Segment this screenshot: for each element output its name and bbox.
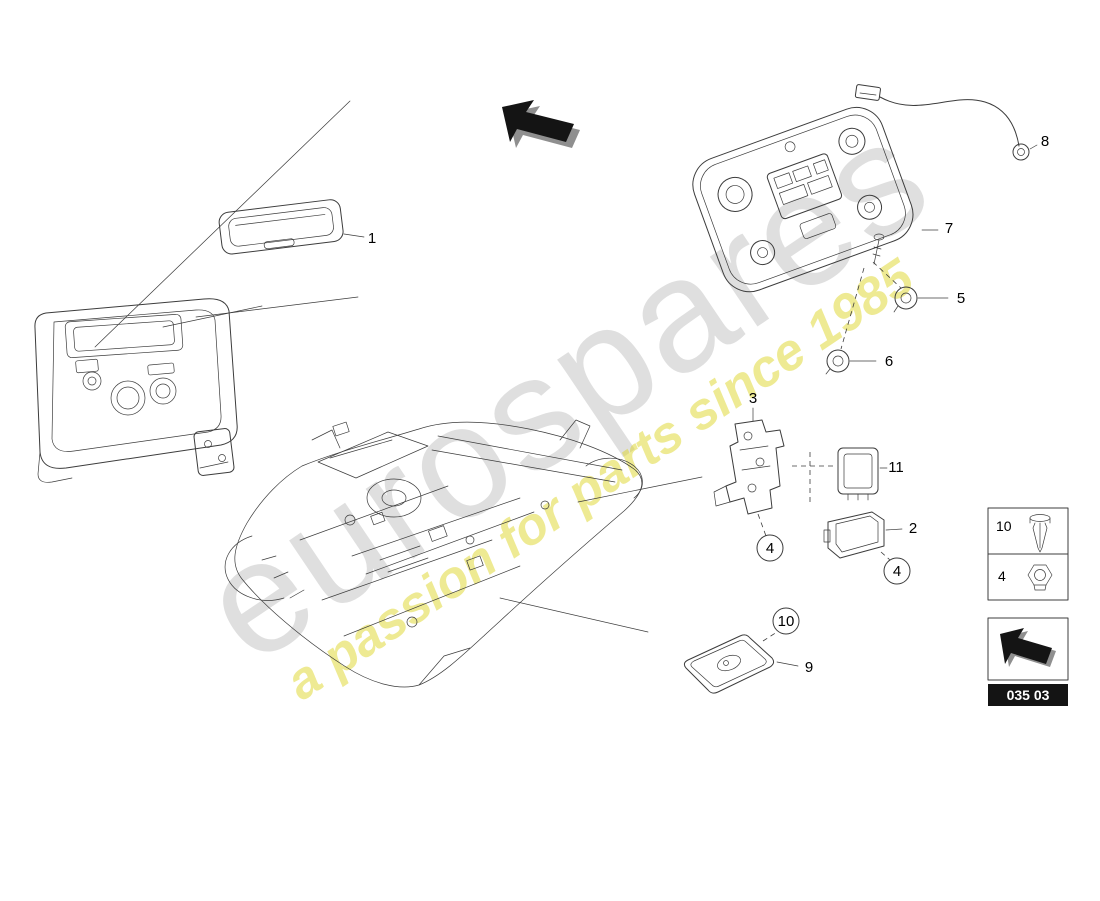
part-11-module-drawing: [837, 447, 879, 501]
car-body-drawing: [224, 419, 643, 688]
direction-arrow-icon: [502, 100, 580, 148]
part-2-control-module-drawing: [823, 511, 885, 559]
callout-2[interactable]: 2: [909, 520, 917, 537]
part-5-sensor-drawing: [893, 286, 918, 313]
center-console-drawing: [34, 298, 238, 483]
part-8-cable-drawing: [854, 84, 1030, 161]
callout-9[interactable]: 9: [805, 659, 813, 676]
callout-10-label: 10: [778, 613, 795, 630]
callout-10-circle[interactable]: 10: [772, 607, 800, 635]
callout-4a-label: 4: [766, 540, 774, 557]
callout-7[interactable]: 7: [945, 220, 953, 237]
part-6-sensor-drawing: [825, 349, 850, 375]
callout-11[interactable]: 11: [888, 459, 904, 476]
callout-8[interactable]: 8: [1041, 133, 1049, 150]
rivet-clip-icon: [1029, 514, 1051, 553]
nav-arrow-box[interactable]: [987, 617, 1069, 681]
callout-4-circle-b[interactable]: 4: [883, 557, 911, 585]
parts-diagram-canvas: eurospares a passion for parts since 198…: [34, 83, 1069, 712]
nav-arrow-icon: [1000, 628, 1056, 667]
diagram-code-text: 035 03: [1007, 687, 1050, 703]
legend-row2-label: 4: [998, 568, 1006, 584]
dashed-lines: [757, 261, 902, 642]
part-3-bracket-drawing: [713, 419, 785, 515]
callout-1[interactable]: 1: [368, 230, 376, 247]
parts-diagram-page: { "watermark": { "brand": "eurospares", …: [34, 83, 1069, 712]
fastener-legend-box: 10 4: [987, 507, 1069, 601]
callout-5[interactable]: 5: [957, 290, 965, 307]
part-1-armrest-drawing: [218, 199, 344, 255]
callout-3[interactable]: 3: [749, 390, 757, 407]
part-7-overhead-console-drawing: [692, 106, 914, 293]
legend-row1-label: 10: [996, 518, 1012, 534]
callout-6[interactable]: 6: [885, 353, 893, 370]
hex-nut-icon: [1027, 564, 1053, 591]
screw-drawing: [872, 233, 885, 265]
diagram-svg: 1 2 3 5 6 7 8 9 11 4 4 10 10: [34, 84, 1069, 706]
part-9-plate-drawing: [683, 634, 775, 694]
callout-4-circle-a[interactable]: 4: [756, 534, 784, 562]
callout-4b-label: 4: [893, 563, 901, 580]
diagram-code-label: 035 03: [988, 684, 1068, 706]
leader-lines: [94, 100, 1038, 667]
